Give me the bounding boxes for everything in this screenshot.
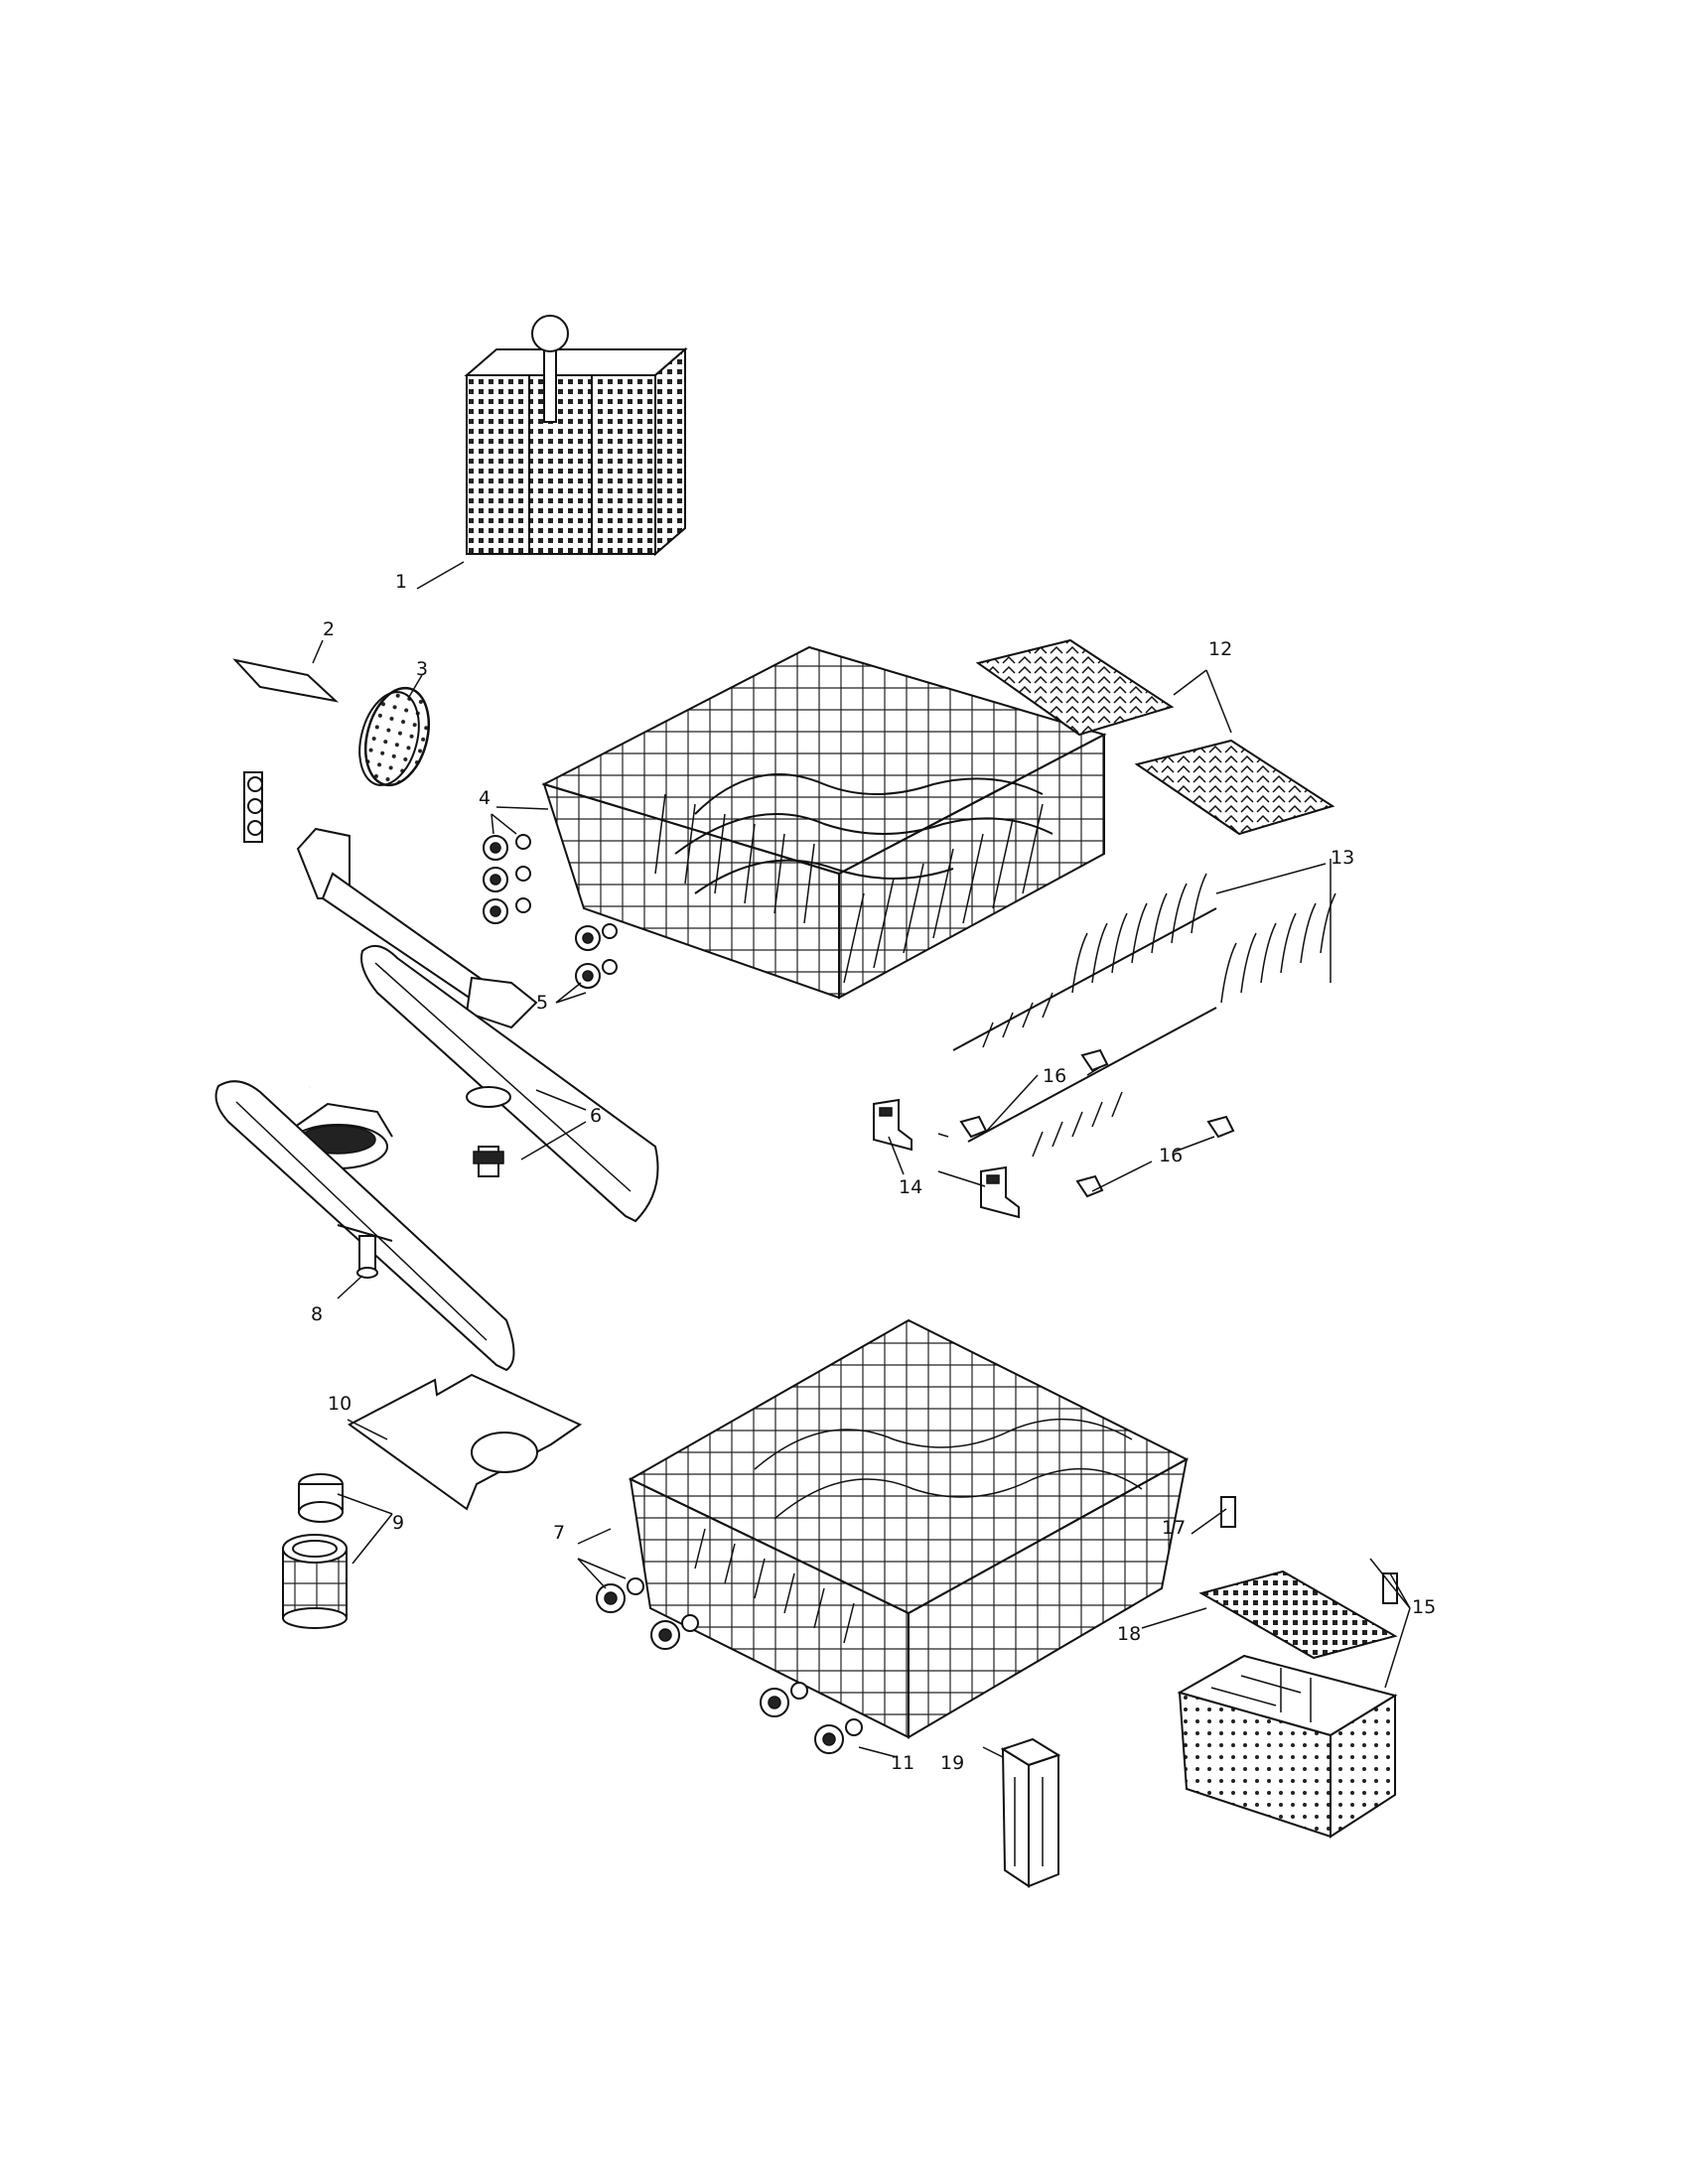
- part-19-utensil-holder: [1000, 1737, 1061, 1888]
- part-14-clips: [873, 1098, 1020, 1219]
- callout-16a: 16: [1043, 1065, 1066, 1087]
- callout-17: 17: [1162, 1517, 1186, 1539]
- callout-2: 2: [323, 618, 335, 640]
- callout-11: 11: [891, 1752, 914, 1774]
- part-11-rollers: [760, 1682, 863, 1754]
- callout-3: 3: [416, 658, 428, 680]
- part-18-basket-lid: [1198, 1570, 1398, 1660]
- callout-12: 12: [1208, 638, 1232, 660]
- callout-18: 18: [1117, 1623, 1141, 1645]
- part-5-rollers: [575, 923, 618, 989]
- part-1-cutlery-basket: [464, 315, 688, 557]
- callout-6: 6: [590, 1105, 602, 1127]
- part-13-tine-rows: [952, 873, 1336, 1158]
- callout-9: 9: [392, 1512, 404, 1534]
- callout-16b: 16: [1159, 1145, 1183, 1166]
- callout-8: 8: [311, 1303, 323, 1325]
- part-4-rollers: [483, 834, 531, 924]
- part-16-small-clips: [959, 1048, 1235, 1198]
- callout-7: 7: [553, 1522, 565, 1544]
- part-7-rollers: [596, 1577, 699, 1650]
- callout-10: 10: [328, 1393, 351, 1415]
- part-6-spray-arm: [296, 827, 659, 1223]
- lower-rack: [628, 1318, 1190, 1739]
- part-8-lower-spray-arm: [214, 1080, 515, 1372]
- part-15-cutlery-basket: [1177, 1654, 1398, 1839]
- callout-1: 1: [395, 571, 407, 593]
- part-12-fold-down-tines: [975, 638, 1335, 836]
- callout-4: 4: [479, 787, 491, 809]
- callout-15: 15: [1412, 1596, 1436, 1618]
- part-9-filter-cups: [282, 1473, 348, 1629]
- part-17-basket-handle: [1220, 1496, 1398, 1604]
- callout-5: 5: [536, 992, 548, 1014]
- part-3-filter-disc: [358, 686, 430, 787]
- callout-14: 14: [899, 1176, 922, 1198]
- part-10-filter-plate: [348, 1373, 583, 1511]
- callout-19: 19: [940, 1752, 964, 1774]
- upper-rack: [541, 645, 1107, 1000]
- leader-lines: [312, 561, 1411, 1758]
- callout-13: 13: [1331, 847, 1354, 869]
- callout-labels: 1 2 3 4 5 6 7 8 9 10 11 12 13 14 15 16 1…: [311, 571, 1436, 1774]
